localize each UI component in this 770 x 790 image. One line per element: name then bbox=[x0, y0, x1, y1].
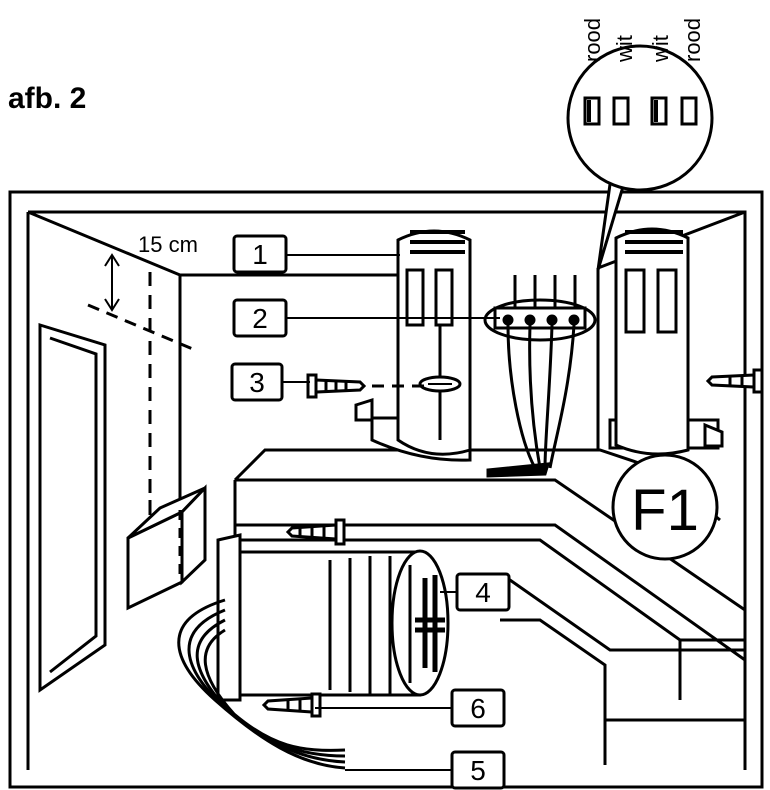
f1-label: F1 bbox=[631, 478, 699, 543]
wire-label-2: wit bbox=[612, 35, 637, 63]
callout-6: 6 bbox=[450, 688, 506, 728]
svg-text:4: 4 bbox=[475, 577, 491, 608]
outer-frame bbox=[8, 190, 764, 789]
mounting-guides bbox=[87, 253, 196, 580]
wire-label-1: rood bbox=[580, 18, 605, 62]
callout-2: 2 bbox=[232, 298, 288, 338]
figure-title: afb. 2 bbox=[8, 82, 86, 115]
callout-3: 3 bbox=[230, 362, 284, 402]
sensor-box bbox=[126, 484, 207, 611]
heater-right bbox=[608, 227, 724, 456]
svg-text:2: 2 bbox=[252, 303, 268, 334]
ceiling-edge-left bbox=[27, 210, 181, 277]
svg-text:6: 6 bbox=[470, 693, 486, 724]
callout-4: 4 bbox=[455, 572, 511, 612]
callout-leaders bbox=[280, 254, 500, 771]
svg-text:1: 1 bbox=[252, 239, 268, 270]
wire-label-4: rood bbox=[680, 18, 705, 62]
terminal-wires bbox=[486, 324, 576, 478]
control-unit bbox=[216, 533, 450, 702]
control-cables bbox=[177, 598, 346, 770]
dimension-label: 15 cm bbox=[138, 232, 198, 257]
wire-label-3: wit bbox=[648, 35, 673, 63]
callout-5: 5 bbox=[450, 750, 506, 790]
svg-text:5: 5 bbox=[470, 755, 486, 786]
f1-badge: F1 bbox=[611, 453, 719, 561]
wire-labels: rood wit wit rood bbox=[580, 18, 705, 63]
screws-upper bbox=[306, 368, 764, 399]
wiring-magnifier bbox=[566, 44, 714, 271]
svg-text:3: 3 bbox=[249, 367, 265, 398]
door bbox=[38, 322, 107, 693]
terminal-block bbox=[483, 275, 597, 342]
callout-1: 1 bbox=[232, 234, 288, 274]
heater-left bbox=[354, 229, 472, 462]
screws-lower bbox=[261, 518, 346, 718]
